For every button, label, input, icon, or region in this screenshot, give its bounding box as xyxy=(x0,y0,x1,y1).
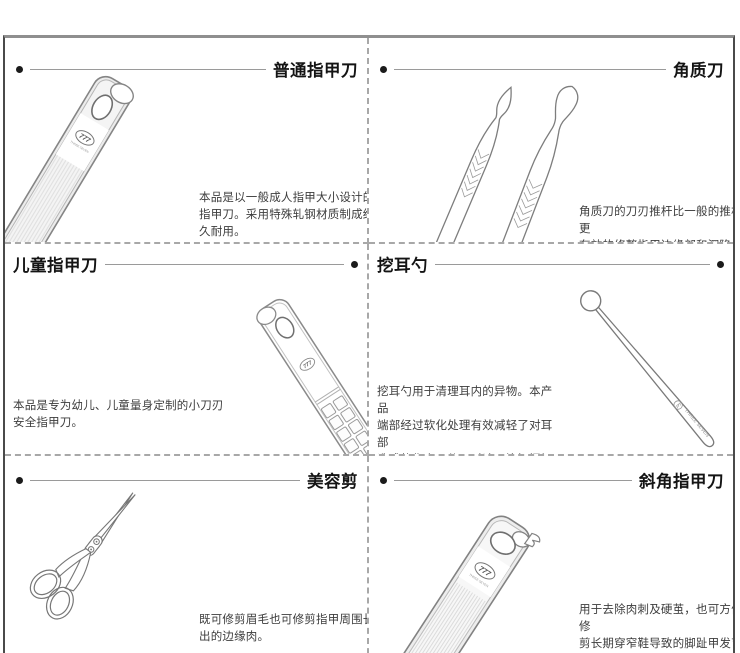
header-rule xyxy=(30,479,300,481)
bullet-dot-icon xyxy=(351,260,358,268)
panel-header: 美容剪 xyxy=(5,456,367,492)
bullet-dot-icon xyxy=(380,476,387,484)
bullet-dot-icon xyxy=(16,65,23,73)
panel-title: 斜角指甲刀 xyxy=(639,472,724,491)
ear-pick-illustration: 777 THREE SEVEN xyxy=(580,290,715,448)
header-rule xyxy=(30,68,266,70)
panel-regular-nail-clipper: 普通指甲刀 本品是以一般成人指甲大小设计的 指甲刀。采用特殊轧钢材质制成经 久耐… xyxy=(5,38,369,244)
panel-ear-pick: 挖耳勺 挖耳勺用于清理耳内的异物。本产品 端部经过软化处理有效减轻了对耳部 造成… xyxy=(369,244,733,456)
panel-description: 既可修剪眉毛也可修剪指甲周围长 出的边缘肉。 xyxy=(199,614,369,643)
panel-children-nail-clipper: 儿童指甲刀 本品是专为幼儿、儿童量身定制的小刀刃 安全指甲刀。 777 xyxy=(5,244,369,456)
panel-description: 角质刀的刀刃推杆比一般的推杆更 有效的修整指甲边缘部和深陷部。 xyxy=(579,206,733,242)
header-rule xyxy=(394,68,666,70)
panel-header: 挖耳勺 xyxy=(369,244,733,276)
header-rule xyxy=(105,263,344,265)
panel-description: 本品是以一般成人指甲大小设计的 指甲刀。采用特殊轧钢材质制成经 久耐用。 xyxy=(199,192,369,238)
header-rule xyxy=(435,263,710,265)
panel-header: 斜角指甲刀 xyxy=(369,456,733,492)
nail-clipper-illustration: 777 THREE SEVEN xyxy=(5,75,134,242)
panel-header: 儿童指甲刀 xyxy=(5,244,367,276)
header-rule xyxy=(394,479,632,481)
panel-title: 挖耳勺 xyxy=(377,256,428,275)
bullet-dot-icon xyxy=(717,260,724,268)
panel-beauty-scissors: 美容剪 既可修剪眉毛也可修剪指甲周围长 出的边缘肉。 xyxy=(5,456,369,653)
panel-header: 普通指甲刀 xyxy=(5,38,367,81)
panel-title: 儿童指甲刀 xyxy=(13,256,98,275)
panel-description: 挖耳勺用于清理耳内的异物。本产品 端部经过软化处理有效减轻了对耳部 造成的伤害。… xyxy=(377,386,553,449)
panel-title: 普通指甲刀 xyxy=(273,61,358,80)
brand-logo-text: 777 xyxy=(302,360,314,371)
panel-description: 本品是专为幼儿、儿童量身定制的小刀刃 安全指甲刀。 xyxy=(13,400,224,429)
panel-title: 美容剪 xyxy=(307,472,358,491)
panel-angled-nail-clipper: 斜角指甲刀 用于去除肉刺及硬茧，也可方便修 剪长期穿窄鞋导致的脚趾甲发育异 常，… xyxy=(369,456,733,653)
panel-title: 角质刀 xyxy=(673,61,724,80)
feature-grid: 普通指甲刀 本品是以一般成人指甲大小设计的 指甲刀。采用特殊轧钢材质制成经 久耐… xyxy=(3,35,735,653)
bullet-dot-icon xyxy=(380,65,387,73)
cuticle-pusher-illustration xyxy=(435,85,579,242)
angled-clipper-illustration: 777 THREE SEVEN xyxy=(370,515,541,653)
child-clipper-illustration: 777 xyxy=(256,298,367,454)
bullet-dot-icon xyxy=(16,476,23,484)
brand-logo-text: 777 xyxy=(675,402,683,410)
scissors-illustration xyxy=(29,492,136,620)
panel-cuticle-knife: 角质刀 角质刀的刀刃推杆比一般的推杆更 有效的修整指甲边缘部和深陷部。 xyxy=(369,38,733,244)
panel-header: 角质刀 xyxy=(369,38,733,81)
panel-description: 用于去除肉刺及硬茧，也可方便修 剪长期穿窄鞋导致的脚趾甲发育异 常，向两边深陷的… xyxy=(579,604,733,650)
